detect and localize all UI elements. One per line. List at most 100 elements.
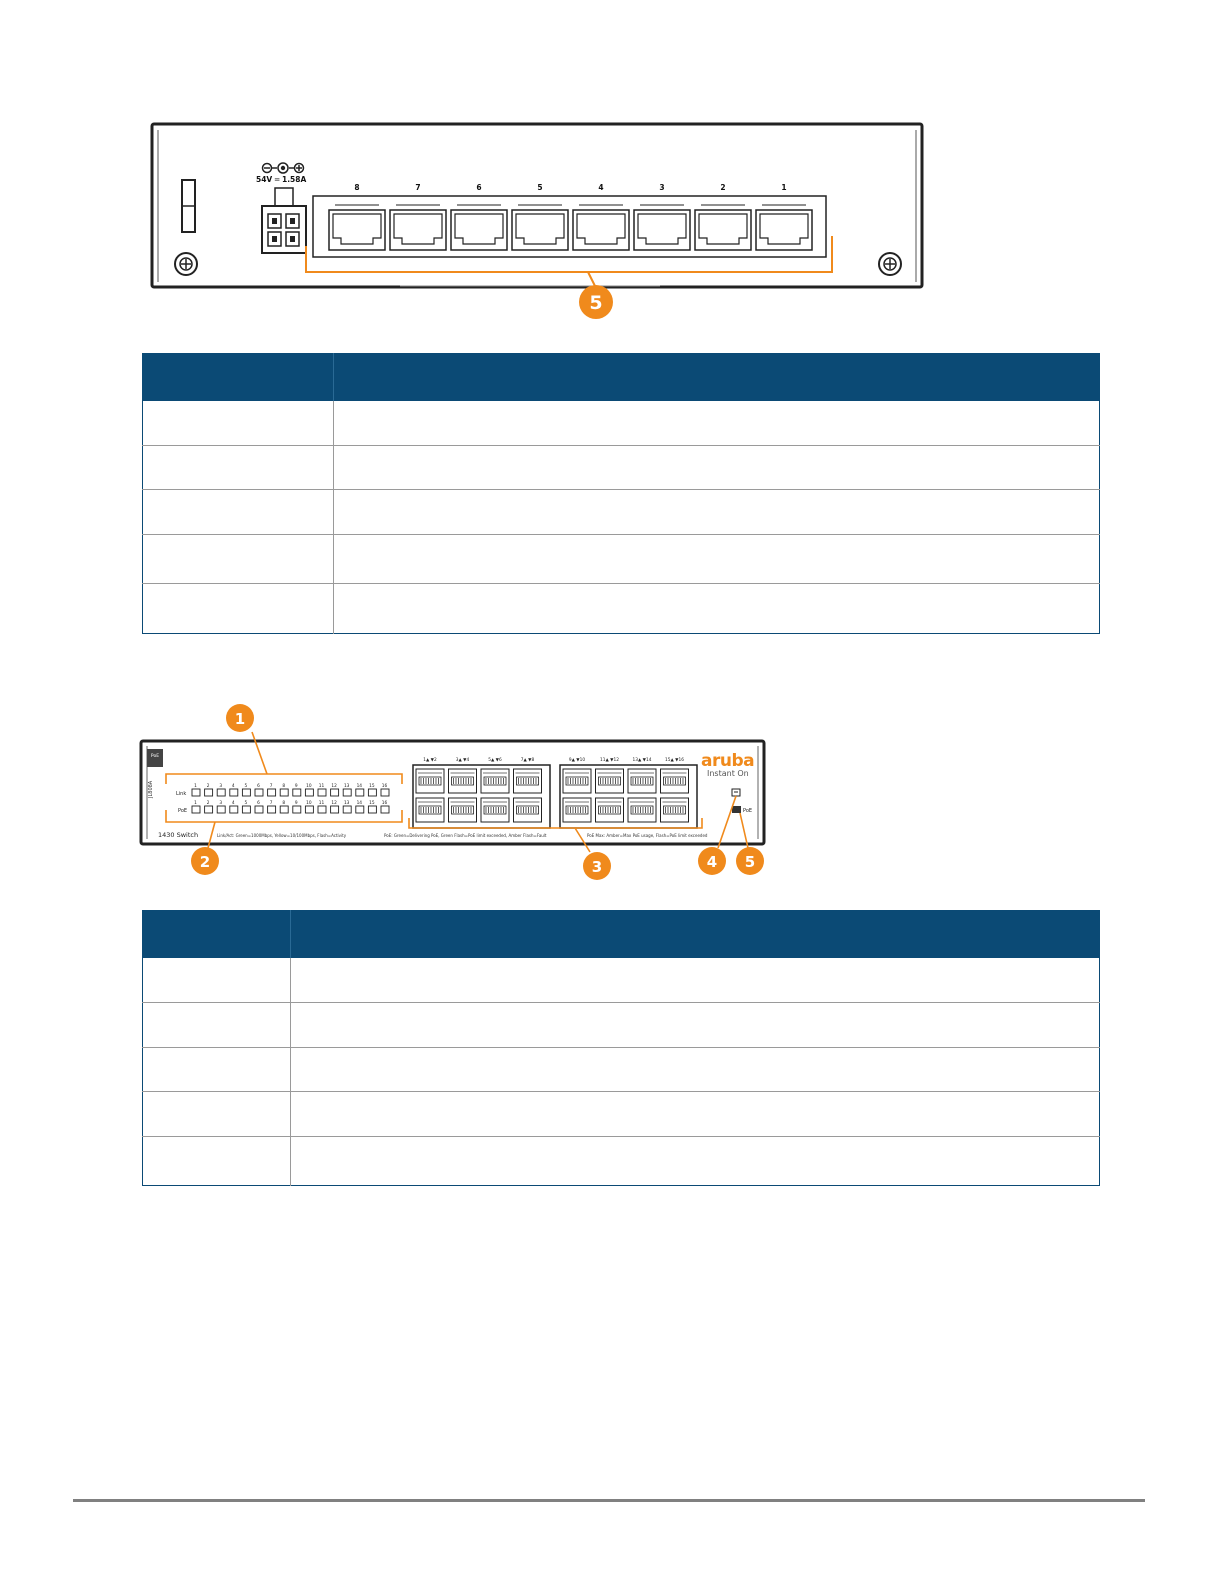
led-number: 2 — [207, 800, 210, 806]
poe-badge: PoE — [147, 749, 163, 767]
link-led — [380, 788, 390, 797]
rj45-port — [328, 204, 386, 251]
led-number: 16 — [382, 800, 388, 806]
port-number: 7 — [415, 183, 420, 192]
link-led — [279, 788, 289, 797]
link-led — [254, 788, 264, 797]
led-number: 15 — [369, 800, 375, 806]
led-number: 10 — [306, 800, 312, 806]
port-number: 2 — [720, 183, 725, 192]
led-row-label-link: Link — [176, 791, 186, 797]
port-pair-label: 13▲ ▼14 — [633, 757, 652, 763]
table-header-cell — [142, 353, 334, 401]
callout-2: 2 — [191, 847, 219, 875]
rj45-port — [660, 797, 689, 823]
table-row — [142, 1047, 1100, 1092]
model-label: 1430 Switch — [158, 831, 198, 839]
rj45-port — [694, 204, 752, 251]
callout-1: 1 — [226, 704, 254, 732]
link-led — [367, 788, 377, 797]
poe-led — [267, 805, 277, 814]
rj45-port — [511, 204, 569, 251]
port-number: 3 — [659, 183, 664, 192]
led-number: 2 — [207, 783, 210, 789]
led-number: 3 — [219, 800, 222, 806]
rj45-port — [633, 204, 691, 251]
callout-3: 3 — [583, 852, 611, 880]
poe-max-led: PoE — [732, 806, 752, 814]
rj45-port — [513, 797, 542, 823]
link-led — [330, 788, 340, 797]
svg-text:4: 4 — [707, 853, 717, 871]
rj45-port — [572, 204, 630, 251]
svg-text:PoE: PoE — [743, 808, 752, 814]
callout-4: 4 — [698, 847, 726, 875]
led-row-label-poe: PoE — [178, 808, 187, 814]
led-number: 10 — [306, 783, 312, 789]
led-number: 15 — [369, 783, 375, 789]
led-number: 9 — [295, 783, 298, 789]
vertical-model-label: JL808A — [148, 780, 154, 799]
svg-text:3: 3 — [592, 858, 602, 876]
led-number: 13 — [344, 800, 350, 806]
led-number: 16 — [382, 783, 388, 789]
port-pair-label: 7▲ ▼8 — [521, 757, 535, 763]
link-led — [355, 788, 365, 797]
table-header-row — [142, 353, 1100, 401]
rj45-port — [415, 797, 445, 823]
poe-led — [229, 805, 239, 814]
led-number: 7 — [270, 783, 273, 789]
port-number: 4 — [598, 183, 603, 192]
poe-led — [380, 805, 390, 814]
table-row — [142, 1091, 1100, 1137]
led-number: 7 — [270, 800, 273, 806]
led-number: 5 — [245, 800, 248, 806]
rj45-port — [627, 768, 657, 794]
poe-led — [204, 805, 214, 814]
system-led — [731, 788, 741, 797]
link-led — [216, 788, 226, 797]
poe-led — [355, 805, 365, 814]
led-number: 9 — [295, 800, 298, 806]
led-number: 12 — [331, 800, 337, 806]
table-header-row — [142, 910, 1100, 958]
rj45-port — [389, 204, 447, 251]
poe-led — [317, 805, 327, 814]
rj45-port — [595, 797, 624, 823]
rj45-port — [480, 768, 510, 794]
led-number: 14 — [357, 783, 363, 789]
poe-led — [216, 805, 226, 814]
link-led — [342, 788, 352, 797]
rj45-port — [627, 797, 657, 823]
led-number: 1 — [194, 783, 197, 789]
poe-led — [304, 805, 314, 814]
led-number: 12 — [331, 783, 337, 789]
legend-poe-max: PoE Max: Amber=Max PoE usage, Flash=PoE … — [587, 833, 708, 838]
led-number: 11 — [319, 783, 325, 789]
port-number: 8 — [354, 183, 359, 192]
port-number: 5 — [537, 183, 542, 192]
power-rating-label: 54V ═ 1.58A — [256, 175, 306, 184]
link-led — [241, 788, 251, 797]
port-pair-label: 1▲ ▼2 — [423, 757, 437, 763]
port-number: 1 — [781, 183, 786, 192]
led-number: 4 — [232, 783, 235, 789]
led-number: 1 — [194, 800, 197, 806]
legend-poe: PoE: Green=Delivering PoE, Green Flash=P… — [384, 833, 547, 838]
poe-led — [191, 805, 201, 814]
led-number: 5 — [245, 783, 248, 789]
poe-led — [367, 805, 377, 814]
rj45-port — [595, 768, 624, 794]
poe-led — [330, 805, 340, 814]
svg-text:5: 5 — [589, 292, 602, 314]
port-number: 6 — [476, 183, 481, 192]
table-row — [142, 489, 1100, 535]
brand-sub: Instant On — [707, 769, 749, 778]
callout-5: 5 — [579, 285, 613, 319]
poe-led — [279, 805, 289, 814]
poe-led — [254, 805, 264, 814]
led-number: 8 — [282, 800, 285, 806]
link-led — [229, 788, 239, 797]
rj45-port — [562, 768, 592, 794]
rj45-port — [562, 797, 592, 823]
